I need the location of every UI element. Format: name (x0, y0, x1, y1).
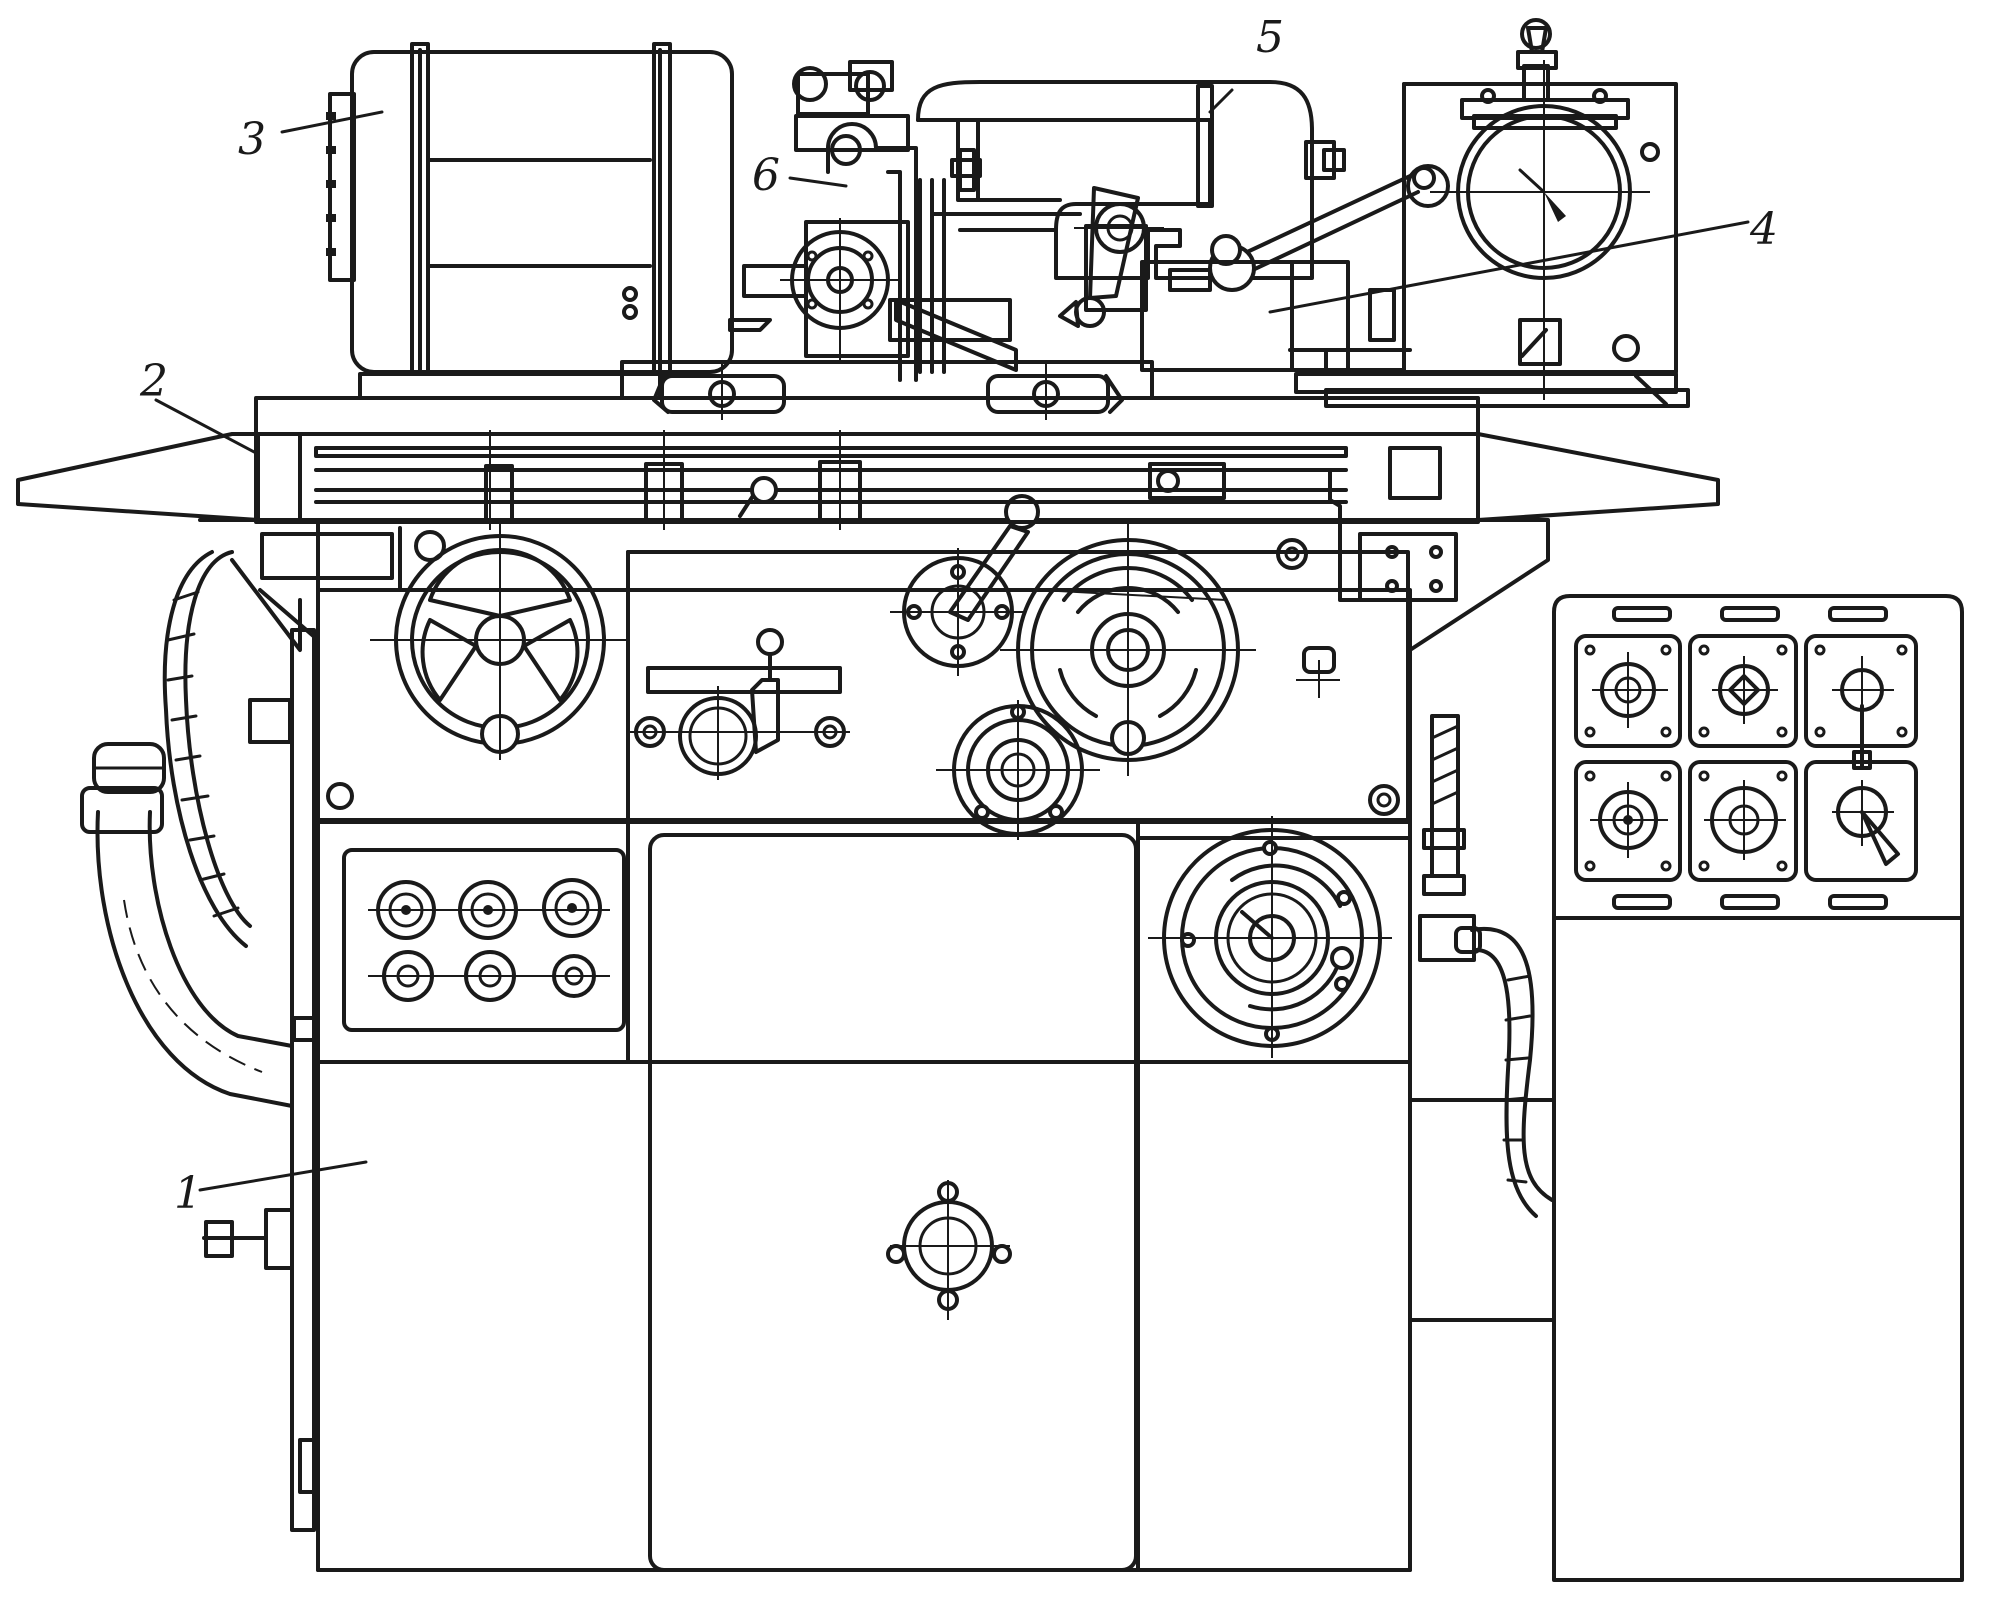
label-1: 1 (174, 1168, 202, 1219)
label-2: 2 (139, 356, 168, 407)
cabinet-switches (1574, 634, 1918, 882)
rotary-switch[interactable] (1836, 786, 1900, 866)
label-5: 5 (1256, 12, 1284, 63)
dial-gauge (1430, 100, 1650, 290)
wheelhead (916, 80, 1450, 372)
machine-bed (202, 588, 1412, 1572)
label-6: 6 (752, 150, 780, 201)
coolant-hose-right (1418, 714, 1554, 1218)
coolant-hose-left (80, 550, 294, 1108)
table-clamps (620, 360, 1154, 420)
table-handwheel[interactable] (370, 520, 630, 760)
label-4: 4 (1749, 204, 1778, 255)
workhead-motor (326, 42, 734, 400)
control-cabinet (1408, 594, 1964, 1582)
label-3: 3 (238, 114, 266, 165)
part-labels: 1 2 3 4 5 6 (139, 12, 1778, 1219)
table (16, 396, 1720, 602)
feed-dial-handwheel[interactable] (1148, 816, 1392, 1058)
speed-lever[interactable] (630, 628, 850, 780)
dresser (728, 60, 1082, 382)
door-lock[interactable] (886, 1180, 1012, 1320)
adjust-knob[interactable] (1296, 646, 1340, 698)
push-button[interactable] (542, 878, 602, 938)
fine-feed-handwheel[interactable] (936, 700, 1100, 840)
wheelhead-feed-handwheel[interactable] (1000, 524, 1256, 776)
button-panel-left (342, 848, 626, 1032)
leader-lines (154, 88, 1750, 1192)
